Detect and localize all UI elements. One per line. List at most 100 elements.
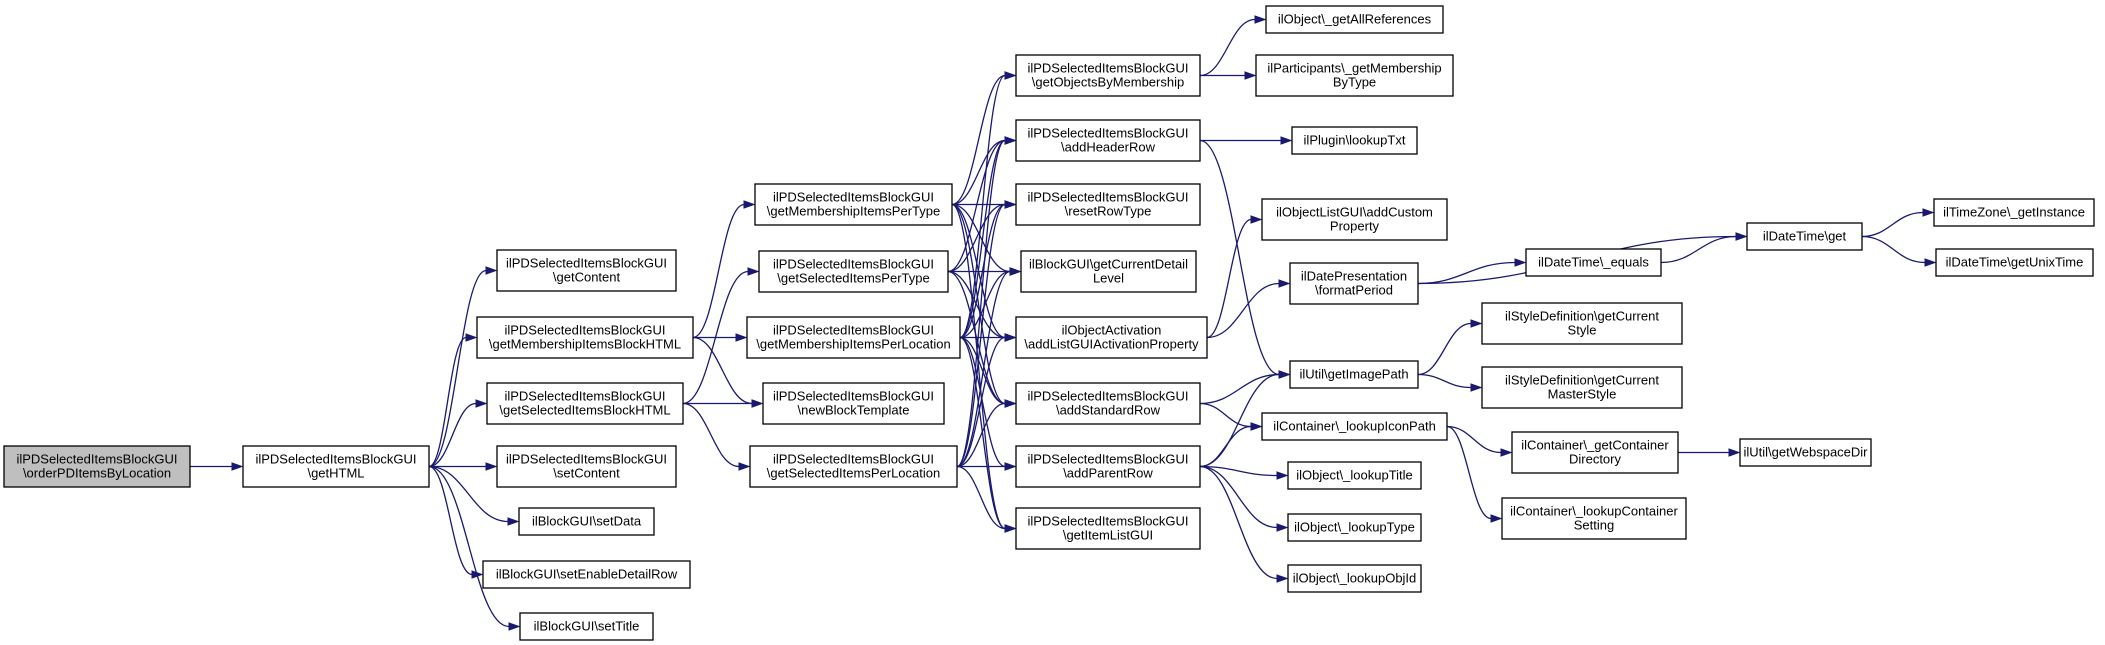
- call-edge-dtGet-to-getUnixTime: [1861, 235, 1937, 267]
- node-getItemListGUI[interactable]: ilPDSelectedItemsBlockGUI\getItemListGUI: [1015, 507, 1201, 550]
- node-label: ilDateTime\get: [1763, 228, 1847, 243]
- node-getUnixTime[interactable]: ilDateTime\getUnixTime: [1935, 248, 2094, 277]
- edge-line: [956, 402, 1006, 468]
- node-box: [1289, 262, 1419, 305]
- node-label: ilDatePresentation: [1301, 268, 1407, 283]
- call-edge-getSelectedItemsPerLocation-to-resetRowType: [956, 200, 1017, 468]
- arrowhead-icon: [1254, 15, 1267, 24]
- node-box: [1933, 198, 2095, 227]
- node-root[interactable]: ilPDSelectedItemsBlockGUI\orderPDItemsBy…: [3, 445, 191, 488]
- node-lookupType[interactable]: ilObject\_lookupType: [1287, 513, 1422, 542]
- call-edge-getHTML-to-setContent: [429, 462, 498, 471]
- call-edge-getHTML-to-getMembershipItemsBlockHTML: [428, 333, 478, 468]
- call-edge-getSelectedItemsBlockHTML-to-getSelectedItemsPerType: [682, 267, 760, 405]
- arrowhead-icon: [475, 399, 488, 408]
- node-label: ilContainer\_lookupContainer: [1510, 503, 1678, 518]
- node-getMembershipItemsPerLocation[interactable]: ilPDSelectedItemsBlockGUI\getMembershipI…: [746, 316, 961, 359]
- edge-line: [956, 270, 1011, 468]
- arrowhead-icon: [1470, 383, 1483, 392]
- node-getHTML[interactable]: ilPDSelectedItemsBlockGUI\getHTML: [242, 445, 430, 488]
- node-resetRowType[interactable]: ilPDSelectedItemsBlockGUI\resetRowType: [1015, 183, 1201, 226]
- node-setEnableDetailRow[interactable]: ilBlockGUI\setEnableDetailRow: [482, 560, 691, 589]
- node-getContent[interactable]: ilPDSelectedItemsBlockGUI\getContent: [496, 249, 677, 292]
- edge-line: [959, 336, 1006, 468]
- edge-line: [1446, 425, 1502, 454]
- node-label: \orderPDItemsByLocation: [23, 465, 171, 480]
- arrowhead-icon: [1004, 71, 1017, 80]
- node-label: ilPDSelectedItemsBlockGUI: [1027, 388, 1188, 403]
- node-label: \getContent: [553, 269, 621, 284]
- edge-line: [951, 203, 1011, 273]
- node-lookupIconPath[interactable]: ilContainer\_lookupIconPath: [1261, 412, 1448, 441]
- node-getSelectedItemsPerType[interactable]: ilPDSelectedItemsBlockGUI\getSelectedIte…: [758, 250, 949, 293]
- node-label: ilPDSelectedItemsBlockGUI: [504, 388, 665, 403]
- node-lookupTxt[interactable]: ilPlugin\lookupTxt: [1291, 126, 1418, 155]
- node-box: [1935, 248, 2094, 277]
- node-lookupObjId[interactable]: ilObject\_lookupObjId: [1287, 564, 1422, 593]
- node-getSelectedItemsPerLocation[interactable]: ilPDSelectedItemsBlockGUI\getSelectedIte…: [749, 445, 958, 488]
- call-edge-addListGUIActivationProperty-to-formatPeriod: [1206, 279, 1291, 339]
- arrowhead-icon: [1276, 574, 1289, 583]
- node-box: [1015, 183, 1201, 226]
- node-getWebspaceDir[interactable]: ilUtil\getWebspaceDir: [1739, 438, 1872, 467]
- node-box: [1015, 54, 1201, 97]
- node-label: \newBlockTemplate: [798, 402, 910, 417]
- node-label: ilPDSelectedItemsBlockGUI: [16, 451, 177, 466]
- node-box: [1511, 431, 1679, 474]
- edge-line: [1206, 218, 1252, 339]
- node-addListGUIActivationProperty[interactable]: ilObjectActivation\addListGUIActivationP…: [1015, 316, 1208, 359]
- node-label: ilObject\_lookupType: [1294, 519, 1415, 534]
- arrowhead-icon: [738, 462, 751, 471]
- arrowhead-icon: [507, 517, 520, 526]
- node-addParentRow[interactable]: ilPDSelectedItemsBlockGUI\addParentRow: [1015, 445, 1201, 488]
- node-setContent[interactable]: ilPDSelectedItemsBlockGUI\setContent: [496, 445, 677, 488]
- node-addHeaderRow[interactable]: ilPDSelectedItemsBlockGUI\addHeaderRow: [1015, 119, 1201, 162]
- node-box: [1287, 564, 1422, 593]
- node-getAllReferences[interactable]: ilObject\_getAllReferences: [1265, 5, 1444, 34]
- node-box: [496, 249, 677, 292]
- call-edge-getSelectedItemsPerLocation-to-getCurrentDetailLevel: [956, 267, 1022, 468]
- node-setTitle[interactable]: ilBlockGUI\setTitle: [519, 612, 654, 641]
- edge-line: [1861, 235, 1926, 264]
- node-getInstance[interactable]: ilTimeZone\_getInstance: [1933, 198, 2095, 227]
- arrowhead-icon: [508, 622, 521, 631]
- node-setData[interactable]: ilBlockGUI\setData: [518, 507, 655, 536]
- node-getObjectsByMembership[interactable]: ilPDSelectedItemsBlockGUI\getObjectsByMe…: [1015, 54, 1201, 97]
- node-lookupTitle[interactable]: ilObject\_lookupTitle: [1287, 461, 1422, 490]
- node-box: [1255, 54, 1454, 97]
- node-getMembershipItemsBlockHTML[interactable]: ilPDSelectedItemsBlockGUI\getMembershipI…: [476, 316, 694, 359]
- node-box: [496, 445, 677, 488]
- edge-line: [947, 203, 1006, 273]
- node-equals[interactable]: ilDateTime\_equals: [1525, 248, 1662, 277]
- node-dtGet[interactable]: ilDateTime\get: [1746, 222, 1863, 251]
- node-box: [518, 507, 655, 536]
- arrowhead-icon: [465, 333, 478, 342]
- node-formatPeriod[interactable]: ilDatePresentation\formatPeriod: [1289, 262, 1419, 305]
- node-label: ilPDSelectedItemsBlockGUI: [504, 322, 665, 337]
- node-newBlockTemplate[interactable]: ilPDSelectedItemsBlockGUI\newBlockTempla…: [762, 382, 945, 425]
- node-addStandardRow[interactable]: ilPDSelectedItemsBlockGUI\addStandardRow: [1015, 382, 1201, 425]
- call-edge-getHTML-to-getSelectedItemsBlockHTML: [428, 399, 488, 468]
- edge-line: [956, 465, 1006, 530]
- node-label: Property: [1330, 218, 1380, 233]
- edge-line: [1199, 18, 1256, 77]
- node-label: Style: [1568, 322, 1597, 337]
- node-box: [1525, 248, 1662, 277]
- node-getImagePath[interactable]: ilUtil\getImagePath: [1289, 360, 1419, 389]
- arrowhead-icon: [1514, 258, 1527, 267]
- edge-line: [1199, 465, 1278, 477]
- node-getSelectedItemsBlockHTML[interactable]: ilPDSelectedItemsBlockGUI\getSelectedIte…: [486, 382, 684, 425]
- call-edge-getMembershipItemsBlockHTML-to-getMembershipItemsPerType: [692, 200, 756, 339]
- node-getMembershipItemsPerType[interactable]: ilPDSelectedItemsBlockGUI\getMembershipI…: [754, 183, 953, 226]
- node-label: ilBlockGUI\setTitle: [534, 618, 640, 633]
- node-label: \getMembershipItemsPerType: [767, 203, 940, 218]
- node-label: \addStandardRow: [1056, 402, 1161, 417]
- edge-line: [692, 336, 753, 405]
